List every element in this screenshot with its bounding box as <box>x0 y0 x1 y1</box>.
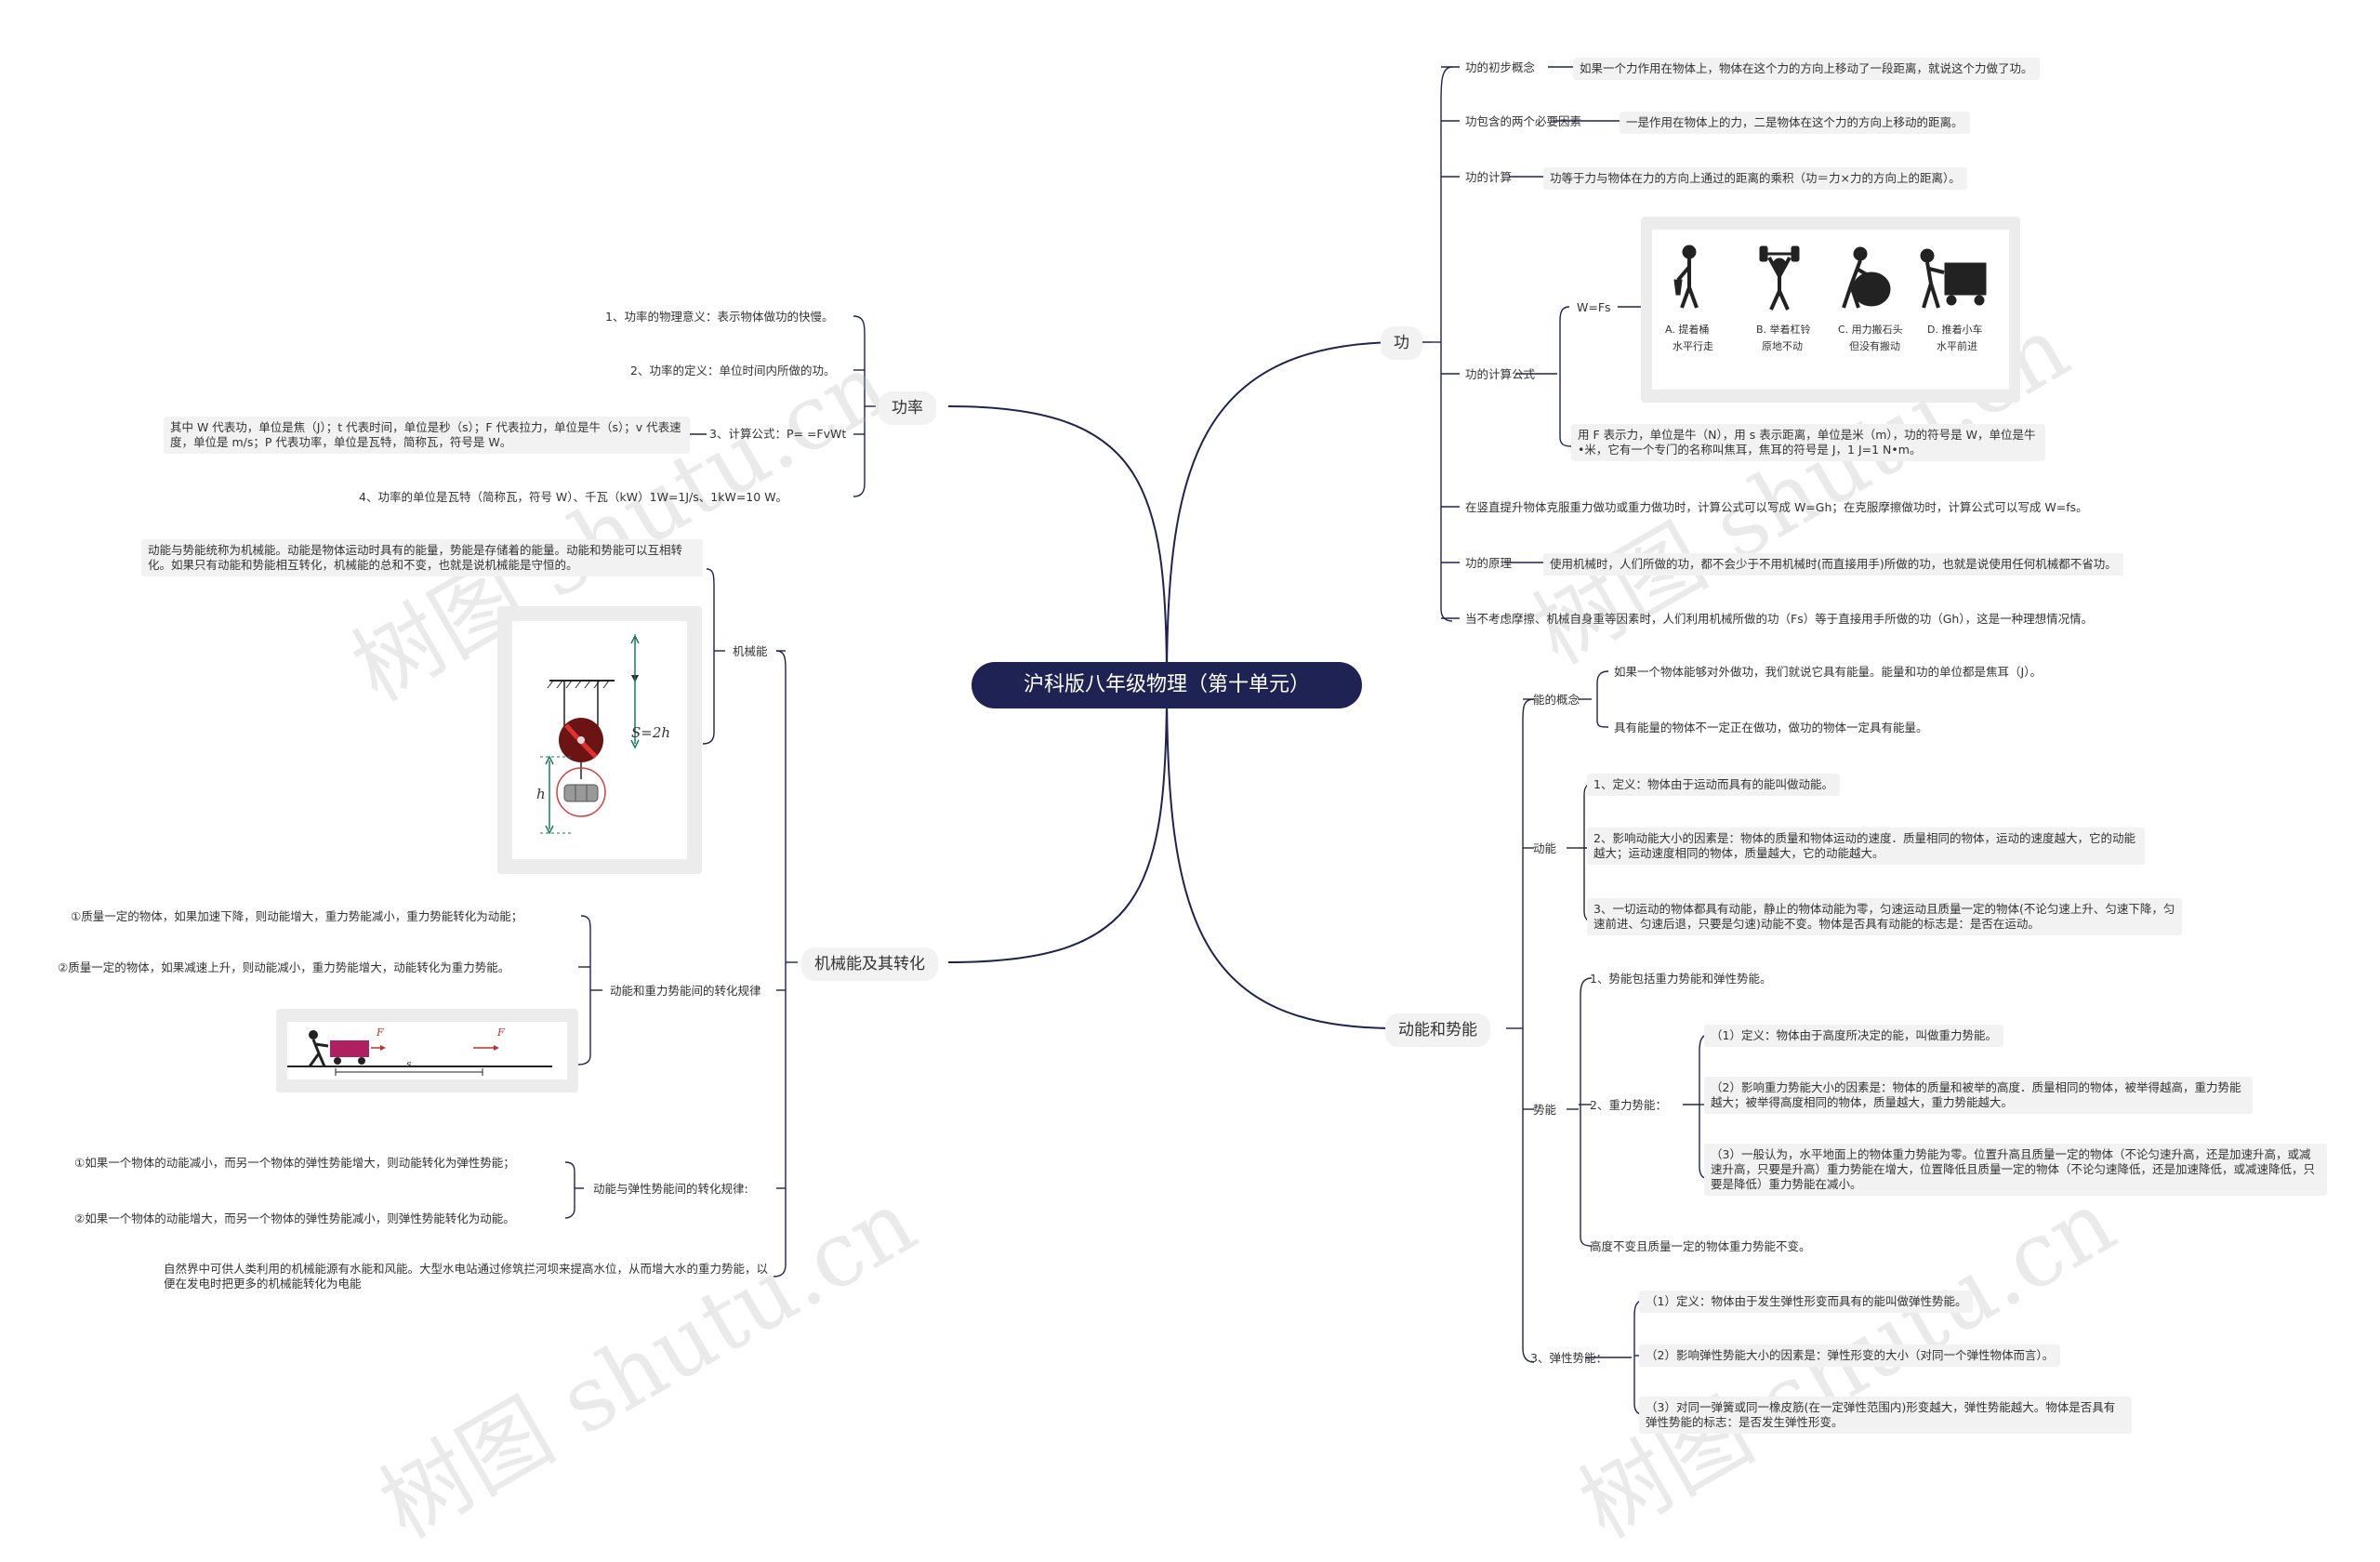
text-kinetic-gravity-1[interactable]: ①质量一定的物体，如果加速下降，则动能增大，重力势能减小，重力势能转化为动能； <box>71 909 523 923</box>
work-examples-image: A. 提着桶 水平行走 B. 举着杠铃 原地不动 C. 用力搬石头 但没有搬动 … <box>1641 217 2020 403</box>
pulley-s-label: S=2h <box>631 724 671 741</box>
figure-b-caption-2: 原地不动 <box>1762 340 1803 352</box>
text-gong-concept[interactable]: 如果一个力作用在物体上，物体在这个力的方向上移动了一段距离，就说这个力做了功。 <box>1573 58 2040 80</box>
label-gong-formula[interactable]: 功的计算公式 <box>1465 367 1536 381</box>
connector-root-gonglv <box>947 405 1168 684</box>
label-gong-concept[interactable]: 功的初步概念 <box>1465 60 1536 74</box>
text-kinetic-2[interactable]: 2、影响动能大小的因素是：物体的质量和物体运动的速度．质量相同的物体，运动的速度… <box>1587 827 2145 865</box>
pulley-canvas: S=2h h <box>512 621 687 859</box>
connector-root-jixie <box>947 682 1168 963</box>
cart-image: F F s <box>276 1009 578 1092</box>
pulley-image: S=2h h <box>497 606 702 874</box>
cart-f-label-1: F <box>377 1026 384 1039</box>
label-kinetic[interactable]: 动能 <box>1533 841 1557 855</box>
label-gravity-potential[interactable]: 2、重力势能： <box>1590 1098 1667 1112</box>
cart-f-label-2: F <box>497 1026 505 1039</box>
label-energy-concept[interactable]: 能的概念 <box>1533 693 1580 707</box>
cart-s-label: s <box>406 1058 412 1070</box>
weightlifter-figure <box>1759 245 1800 311</box>
pulley-h-label: h <box>536 786 546 802</box>
text-power-units[interactable]: 4、功率的单位是瓦特（简称瓦，符号 W）、千瓦（kW）1W=1J/s、1kW=1… <box>359 490 788 504</box>
label-mechanical-energy[interactable]: 机械能 <box>733 644 768 658</box>
label-gong-calc[interactable]: 功的计算 <box>1465 170 1513 184</box>
text-kinetic-elastic-2[interactable]: ②如果一个物体的动能增大，而另一个物体的弹性势能减小，则弹性势能转化为动能。 <box>74 1211 515 1225</box>
text-elastic-2[interactable]: （2）影响弹性势能大小的因素是：弹性形变的大小（对同一个弹性物体而言）。 <box>1639 1344 2061 1367</box>
text-gong-principle[interactable]: 使用机械时，人们所做的功，都不会少于不用机械时(而直接用手)所做的功，也就是说使… <box>1543 553 2123 576</box>
figure-b-caption-1: B. 举着杠铃 <box>1756 324 1811 336</box>
figure-c-caption-1: C. 用力搬石头 <box>1838 324 1903 336</box>
text-nature-energy[interactable]: 自然界中可供人类利用的机械能源有水能和风能。大型水电站通过修筑拦河坝来提高水位，… <box>164 1262 769 1291</box>
text-kinetic-1[interactable]: 1、定义：物体由于运动而具有的能叫做动能。 <box>1587 774 1840 796</box>
label-gong-principle[interactable]: 功的原理 <box>1465 556 1513 570</box>
figure-a-caption-1: A. 提着桶 <box>1665 324 1710 336</box>
label-power-formula[interactable]: 3、计算公式：P= =FvWt <box>709 427 847 441</box>
text-gong-factors[interactable]: 一是作用在物体上的力，二是物体在这个力的方向上移动的距离。 <box>1620 112 1970 134</box>
text-gong-units[interactable]: 用 F 表示力，单位是牛（N），用 s 表示距离，单位是米（m），功的符号是 W… <box>1571 424 2045 461</box>
branch-gong[interactable]: 功 <box>1381 326 1422 360</box>
text-elastic-1[interactable]: （1）定义：物体由于发生弹性形变而具有的能叫做弹性势能。 <box>1639 1291 1974 1313</box>
person-pushing-cart-figure <box>1920 248 1987 309</box>
label-potential[interactable]: 势能 <box>1533 1103 1557 1117</box>
text-gong-gh[interactable]: 在竖直提升物体克服重力做功或重力做功时，计算公式可以写成 W=Gh；在克服摩擦做… <box>1465 500 2088 514</box>
text-kinetic-3[interactable]: 3、一切运动的物体都具有动能，静止的物体动能为零，匀速运动且质量一定的物体(不论… <box>1587 898 2182 935</box>
text-potential-1[interactable]: 1、势能包括重力势能和弹性势能。 <box>1590 972 1772 986</box>
person-with-bucket-figure <box>1673 245 1699 309</box>
cart-canvas: F F s <box>287 1022 567 1079</box>
figure-d-caption-1: D. 推着小车 <box>1927 324 1983 336</box>
figure-d-caption-2: 水平前进 <box>1937 340 1977 352</box>
work-examples-canvas: A. 提着桶 水平行走 B. 举着杠铃 原地不动 C. 用力搬石头 但没有搬动 … <box>1652 230 2009 390</box>
text-gong-ideal[interactable]: 当不考虑摩擦、机械自身重等因素时，人们利用机械所做的功（Fs）等于直接用手所做的… <box>1465 612 2094 626</box>
work-figures <box>1673 245 1987 311</box>
text-power-formula[interactable]: 其中 W 代表功，单位是焦（J）；t 代表时间，单位是秒（s）；F 代表拉力，单… <box>164 417 690 454</box>
branch-dongneng[interactable]: 动能和势能 <box>1385 1013 1490 1047</box>
label-kinetic-gravity-rule[interactable]: 动能和重力势能间的转化规律 <box>610 984 761 998</box>
pulley-diagram <box>540 634 640 835</box>
cart-diagram <box>287 1030 552 1076</box>
text-potential-4[interactable]: 高度不变且质量一定的物体重力势能不变。 <box>1590 1239 1811 1253</box>
branch-gonglv[interactable]: 功率 <box>879 391 936 425</box>
label-kinetic-elastic-rule[interactable]: 动能与弹性势能间的转化规律: <box>593 1182 748 1196</box>
text-gravity-1[interactable]: （1）定义：物体由于高度所决定的能，叫做重力势能。 <box>1704 1025 2003 1047</box>
text-kinetic-elastic-1[interactable]: ①如果一个物体的动能减小，而另一个物体的弹性势能增大，则动能转化为弹性势能； <box>74 1156 515 1170</box>
label-elastic-potential[interactable]: 3、弹性势能： <box>1530 1351 1607 1365</box>
connector-lines <box>564 66 1712 1416</box>
figure-a-caption-2: 水平行走 <box>1673 340 1713 352</box>
text-power-2[interactable]: 2、功率的定义：单位时间内所做的功。 <box>630 364 836 377</box>
label-gong-factors[interactable]: 功包含的两个必要因素 <box>1465 114 1582 128</box>
text-energy-concept-2[interactable]: 具有能量的物体不一定正在做功，做功的物体一定具有能量。 <box>1614 721 1928 735</box>
person-pushing-stone-figure <box>1842 246 1891 309</box>
branch-jixie[interactable]: 机械能及其转化 <box>801 947 938 981</box>
text-mechanical-energy[interactable]: 动能与势能统称为机械能。动能是物体运动时具有的能量，势能是存储着的能量。动能和势… <box>141 539 703 576</box>
connector-root-gong <box>1166 341 1395 684</box>
text-gravity-3[interactable]: （3）一般认为，水平地面上的物体重力势能为零。位置升高且质量一定的物体（不论匀速… <box>1704 1144 2327 1196</box>
connector-root-dongneng <box>1166 682 1395 1029</box>
text-gong-calc[interactable]: 功等于力与物体在力的方向上通过的距离的乘积（功＝力×力的方向上的距离）。 <box>1543 167 1967 190</box>
text-gravity-2[interactable]: （2）影响重力势能大小的因素是：物体的质量和被举的高度．质量相同的物体，被举得越… <box>1704 1077 2253 1114</box>
root-topic[interactable]: 沪科版八年级物理（第十单元） <box>972 662 1362 708</box>
text-elastic-3[interactable]: （3）对同一弹簧或同一橡皮筋(在一定弹性范围内)形变越大，弹性势能越大。物体是否… <box>1639 1397 2132 1434</box>
text-power-1[interactable]: 1、功率的物理意义：表示物体做功的快慢。 <box>605 310 834 324</box>
text-kinetic-gravity-2[interactable]: ②质量一定的物体，如果减速上升，则动能减小，重力势能增大，动能转化为重力势能。 <box>58 960 510 974</box>
text-energy-concept-1[interactable]: 如果一个物体能够对外做功，我们就说它具有能量。能量和功的单位都是焦耳（J）。 <box>1614 665 2042 679</box>
label-wfs[interactable]: W=Fs <box>1577 300 1611 314</box>
figure-c-caption-2: 但没有搬动 <box>1849 340 1900 352</box>
